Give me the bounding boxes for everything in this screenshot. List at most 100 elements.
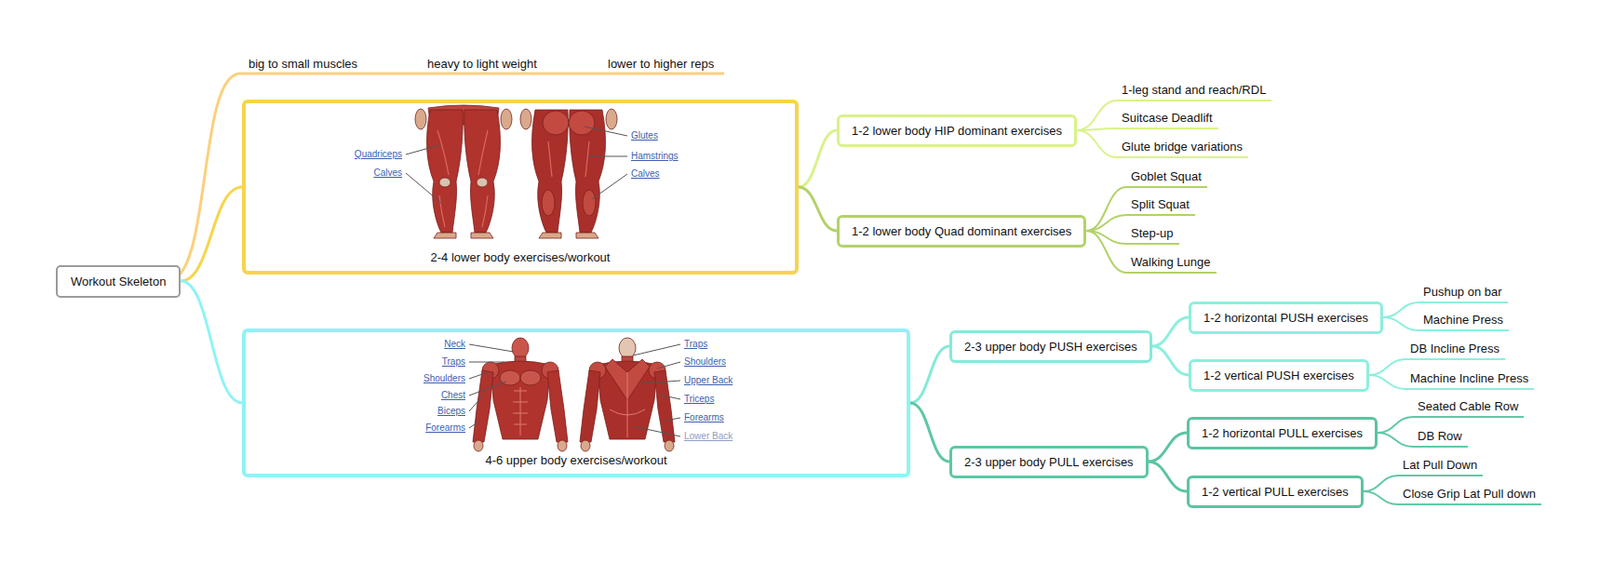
leader-lines-part xyxy=(632,426,681,437)
branch-connector xyxy=(1152,346,1189,376)
topic-text: 4-6 upper body exercises/workout xyxy=(484,452,667,469)
topic-box: 1-2 lower body Quad dominant exercises xyxy=(836,215,1087,248)
lower-body-back-figure-part xyxy=(548,141,590,177)
leader-lines xyxy=(469,344,681,437)
topic-text: DB Row xyxy=(1417,429,1463,444)
leader-lines-part xyxy=(469,344,514,352)
exercise-topic: Goblet Squat xyxy=(1126,169,1208,189)
branch-connector xyxy=(1383,317,1419,331)
leader-lines-part xyxy=(591,174,628,200)
exercise-topic: Lat Pull Down xyxy=(1398,457,1483,477)
exercise-topic: Pushup on bar xyxy=(1418,284,1508,304)
upper-body-front-figure-part xyxy=(511,337,529,359)
muscle-label: Lower Back xyxy=(684,430,733,443)
topic-text: 1-2 horizontal PUSH exercises xyxy=(1203,309,1369,326)
muscle-label: Hamstrings xyxy=(631,150,679,162)
branch-connector xyxy=(1086,215,1127,231)
topic-text: 1-leg stand and reach/RDL xyxy=(1121,82,1266,98)
topic-box: 2-3 upper body PULL exercises xyxy=(949,445,1149,479)
exercise-topic: DB Incline Press xyxy=(1405,341,1506,361)
leader-lines-part xyxy=(469,394,485,412)
leader-lines-part xyxy=(657,362,681,369)
branch-connector xyxy=(798,187,837,231)
upper-body-front-figure-part xyxy=(512,387,528,436)
topic-text: Close Grip Lat Pull down xyxy=(1402,486,1536,502)
muscle-label: Forearms xyxy=(684,412,725,424)
branch-connector xyxy=(1076,128,1117,131)
illustrated-group-box: 2-4 lower body exercises/workout xyxy=(242,99,799,275)
topic-text: 1-2 vertical PUSH exercises xyxy=(1203,367,1355,384)
branch-connector xyxy=(1369,359,1406,376)
leader-lines-part xyxy=(588,156,628,158)
branch-connector xyxy=(1377,432,1413,447)
topic-box: 1-2 horizontal PUSH exercises xyxy=(1188,301,1384,335)
exercise-topic: Split Squat xyxy=(1126,197,1196,216)
branch-connector xyxy=(1148,461,1187,492)
topic-text: 1-2 horizontal PULL exercises xyxy=(1201,425,1363,442)
topic-box: 1-2 vertical PUSH exercises xyxy=(1188,359,1370,392)
muscle-label: Glutes xyxy=(631,130,659,142)
principles-branch xyxy=(167,73,725,282)
upper-body-front-figure-part xyxy=(557,440,567,452)
branch-connector xyxy=(798,130,837,188)
topic-text: Split Squat xyxy=(1130,197,1190,213)
leader-lines-part xyxy=(469,381,507,396)
leader-lines-part xyxy=(632,344,681,356)
leader-lines-part xyxy=(405,145,440,155)
muscle-label: Upper Back xyxy=(684,375,733,387)
topic-text: Walking Lunge xyxy=(1130,255,1211,270)
exercise-topic: Seated Cable Row xyxy=(1412,399,1524,418)
branch-connector xyxy=(1148,432,1187,462)
topic-text: Step-up xyxy=(1130,226,1174,242)
upper-body-front-figure-part xyxy=(520,370,541,386)
lower-body-back-figure xyxy=(520,108,618,239)
topic-text: 1-2 lower body HIP dominant exercises xyxy=(851,122,1063,139)
lower-body-back-figure-part xyxy=(542,110,569,135)
branch-connector xyxy=(1369,375,1406,390)
topic-text: Goblet Squat xyxy=(1130,169,1202,185)
topic-text: Machine Press xyxy=(1423,312,1504,328)
exercise-topic: Walking Lunge xyxy=(1126,255,1217,274)
exercise-topic: Step-up xyxy=(1126,226,1180,245)
leader-lines-part xyxy=(469,420,481,429)
upper-body-front-figure-part xyxy=(472,370,494,443)
branch-connector xyxy=(180,187,243,282)
topic-text: 1-2 vertical PULL exercises xyxy=(1201,484,1349,500)
lower-body-front-figure-part xyxy=(500,108,512,130)
exercise-topic: 1-leg stand and reach/RDL xyxy=(1116,82,1272,102)
branch-connector xyxy=(1383,302,1419,318)
topic-text: Workout Skeleton xyxy=(70,273,166,290)
muscle-label: Calves xyxy=(631,168,660,180)
muscle-label: Shoulders xyxy=(684,356,727,368)
topic-text: Suitcase Deadlift xyxy=(1121,110,1213,126)
muscle-label: Shoulders xyxy=(423,373,466,385)
upper-body-front-figure xyxy=(472,337,568,452)
topic-text: Glute bridge variations xyxy=(1121,139,1243,155)
upper-body-front-figure-part xyxy=(490,361,551,440)
lower-body-back-figure-part xyxy=(541,189,555,216)
leader-lines-part xyxy=(642,380,681,384)
leader-lines-part xyxy=(584,126,628,136)
exercise-topic: Machine Press xyxy=(1418,312,1509,332)
illustrated-group-box: 4-6 upper body exercises/workout xyxy=(242,328,911,478)
topic-box: 1-2 horizontal PULL exercises xyxy=(1186,416,1378,450)
lower-body-front-figure-part xyxy=(415,108,427,130)
topic-box: 2-3 upper body PUSH exercises xyxy=(949,330,1153,364)
branch-connector xyxy=(180,281,243,404)
topic-text: Pushup on bar xyxy=(1423,284,1503,300)
muscle-label: Calves xyxy=(373,167,403,179)
root-topic-box: Workout Skeleton xyxy=(55,265,181,298)
lower-body-front-figure xyxy=(415,105,512,239)
leader-lines-part xyxy=(469,372,488,379)
upper-body-front-figure-part xyxy=(547,370,568,443)
topic-text: Machine Incline Press xyxy=(1410,371,1529,387)
lower-body-back-figure-part xyxy=(538,232,599,239)
topic-text: 1-2 lower body Quad dominant exercises xyxy=(851,223,1072,240)
muscle-label: Biceps xyxy=(437,405,466,417)
branch-connector xyxy=(1076,130,1117,158)
principle-text: lower to higher reps xyxy=(607,56,714,71)
upper-body-back-figure-part xyxy=(580,440,591,452)
topic-text: DB Incline Press xyxy=(1410,341,1500,357)
branch-connector xyxy=(910,403,950,462)
